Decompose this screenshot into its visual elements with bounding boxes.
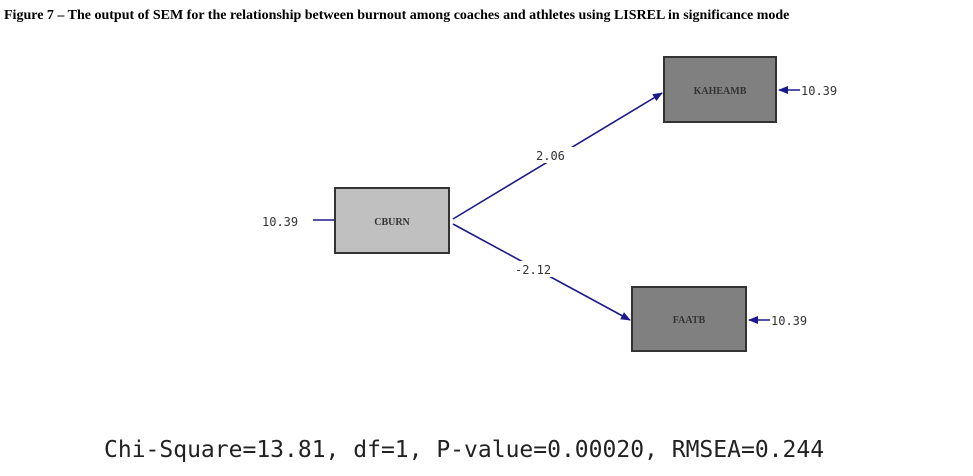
figure-title: Figure 7 – The output of SEM for the rel… [4,8,790,23]
node-faatb-label: FAATB [673,315,706,326]
node-cburn-label: CBURN [374,217,410,228]
node-kaheamb-label: KAHEAMB [694,86,747,97]
coef-cburn-faatb: -2.12 [515,263,551,277]
error-faatb: 10.39 [771,314,807,328]
error-kaheamb: 10.39 [801,84,837,98]
node-kaheamb [663,56,777,123]
node-cburn [334,187,450,254]
fit-statistics: Chi-Square=13.81, df=1, P-value=0.00020,… [104,437,825,463]
node-faatb [631,286,747,352]
error-cburn: 10.39 [262,215,298,229]
coef-cburn-kaheamb: 2.06 [536,149,565,163]
